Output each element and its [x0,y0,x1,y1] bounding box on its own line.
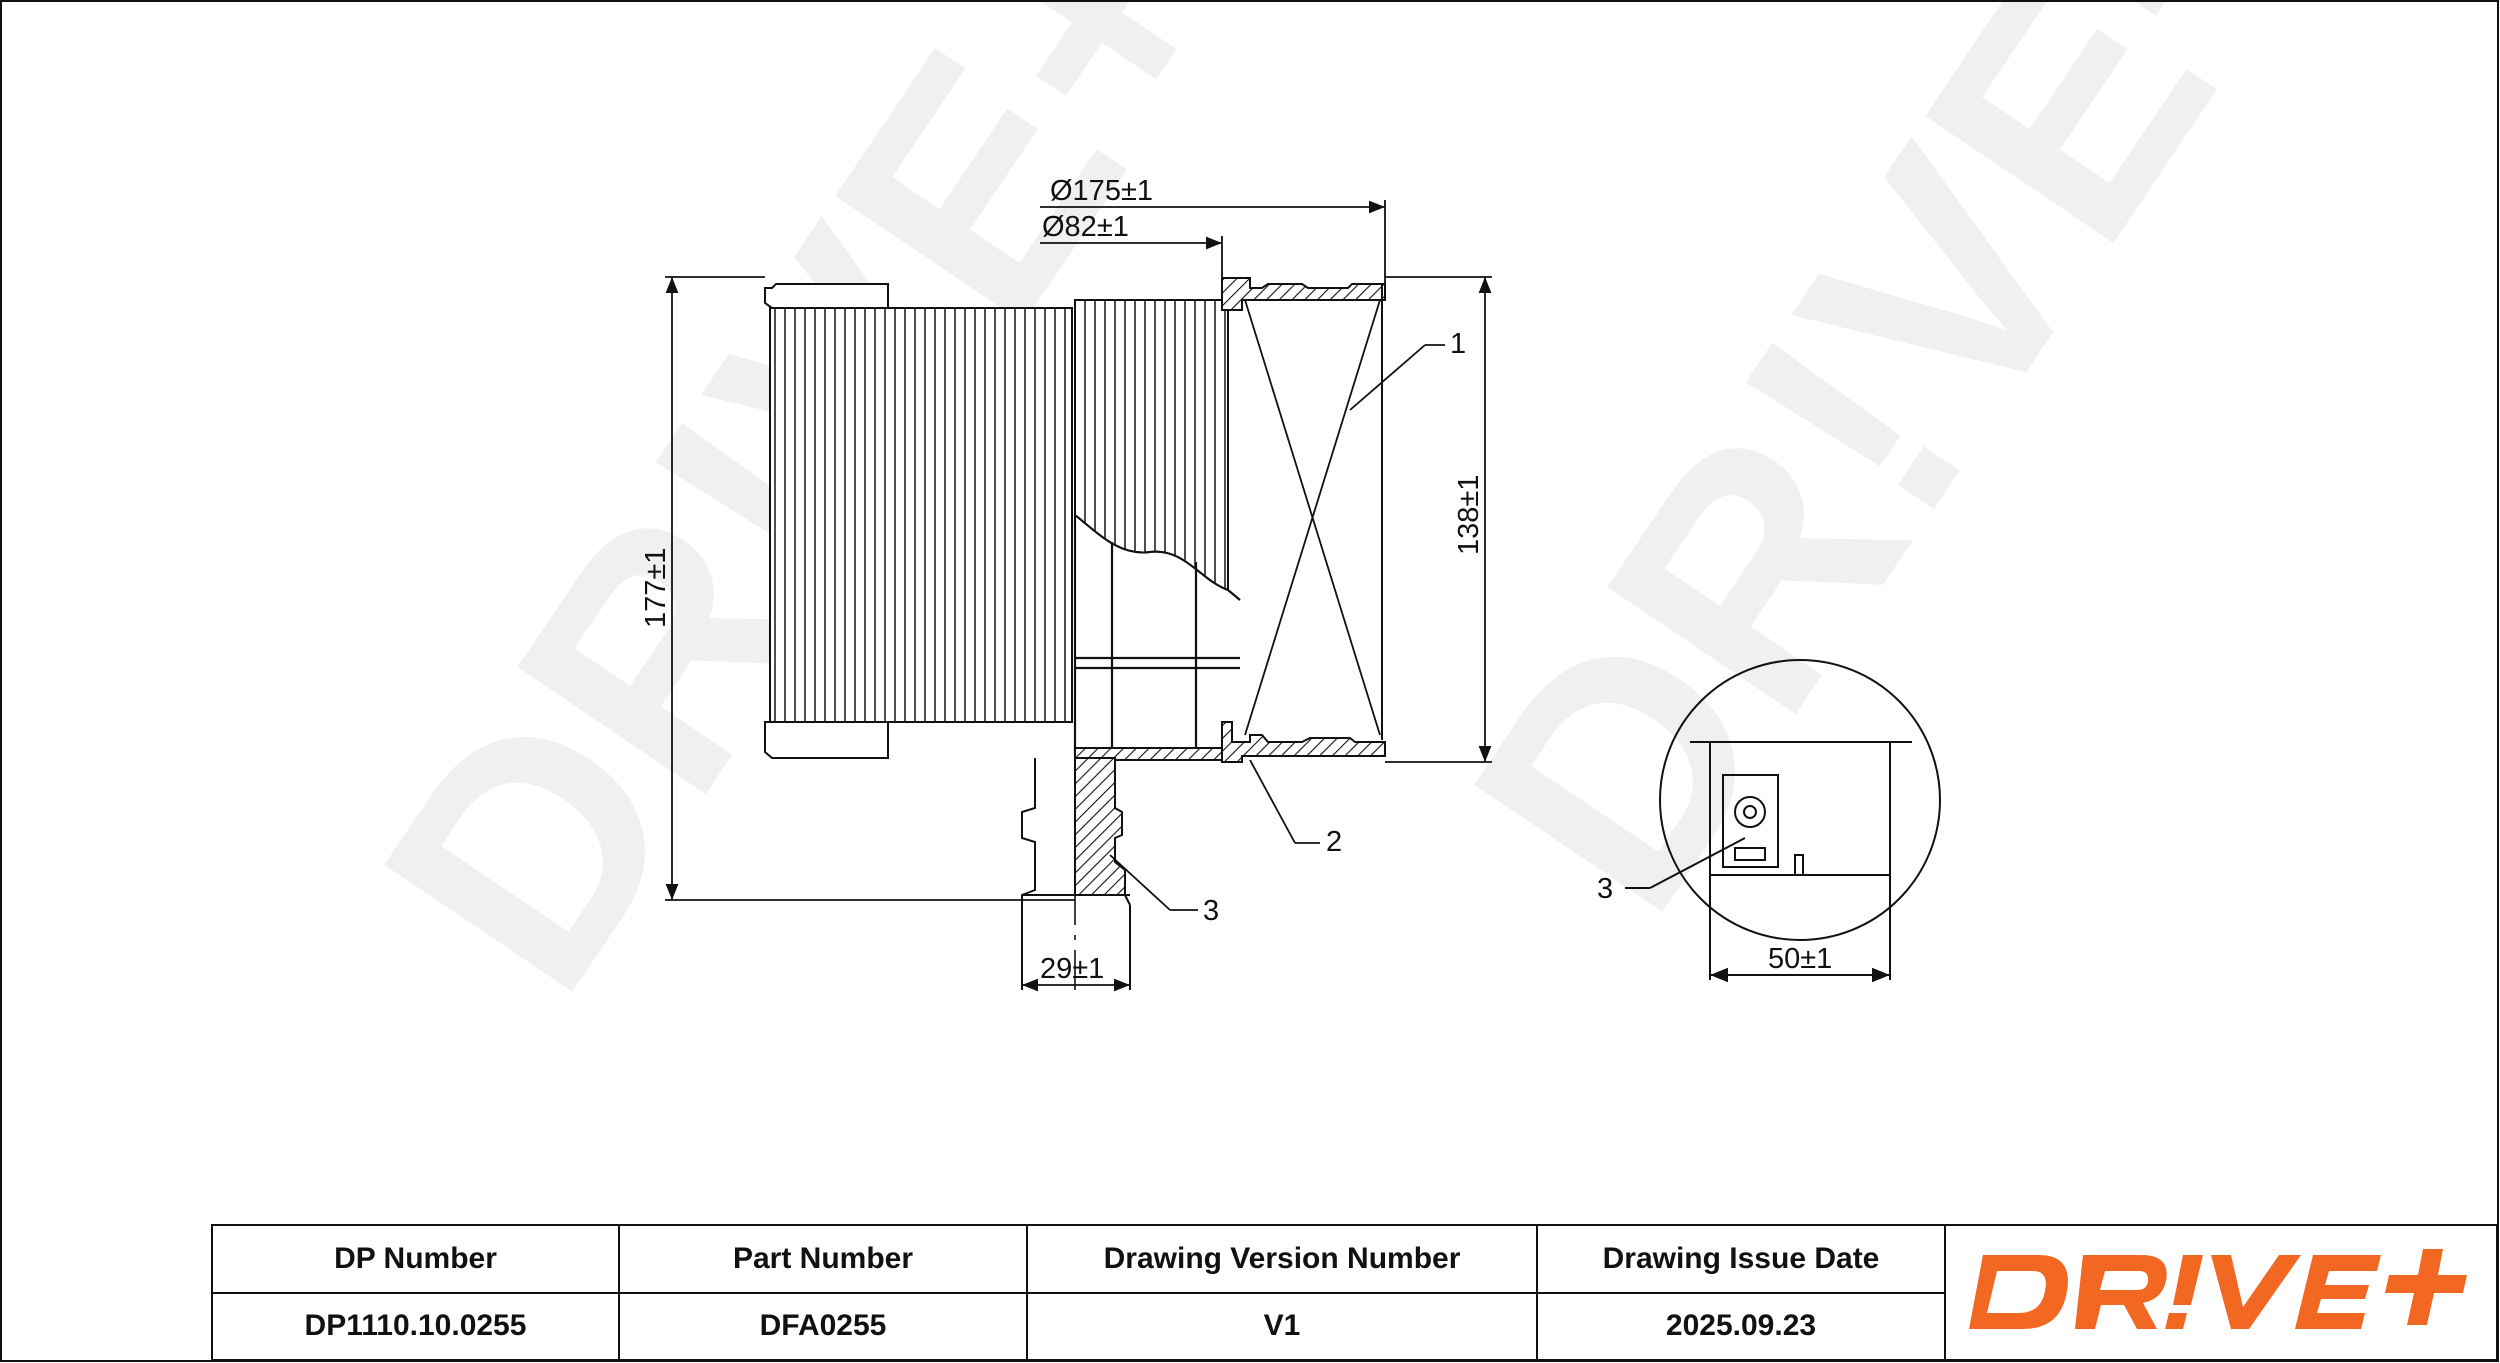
brand-logo [1946,1226,2496,1359]
detail-labels: 50±1 3 [1597,873,1832,975]
callout-3: 3 [1203,895,1219,927]
dim-inner-diameter: Ø82±1 [1042,211,1129,243]
dim-stem-width: 29±1 [1040,953,1104,985]
svg-text:DR!VE+: DR!VE+ [1402,0,2390,969]
dim-total-height: 177±1 [640,548,672,628]
value-drawing-version: V1 [1263,1309,1301,1343]
value-issue-date: 2025.09.23 [1665,1309,1817,1343]
detail-view [1625,659,1941,983]
callout-3-detail: 3 [1597,873,1613,905]
callout-2: 2 [1326,826,1342,858]
header-drawing-version: Drawing Version Number [1028,1226,1536,1294]
value-dp-number: DP1110.10.0255 [304,1309,527,1343]
dimension-lines [665,200,1492,992]
col-dp-number: DP Number DP1110.10.0255 [213,1226,620,1359]
col-drawing-version: Drawing Version Number V1 [1028,1226,1538,1359]
dimension-labels: Ø175±1 Ø82±1 177±1 138±1 29±1 1 2 3 [640,175,1485,985]
callout-1: 1 [1450,328,1466,360]
drive-logo [1969,1248,2467,1329]
header-issue-date: Drawing Issue Date [1538,1226,1944,1294]
header-dp-number: DP Number [213,1226,618,1294]
col-part-number: Part Number DFA0255 [620,1226,1028,1359]
dim-detail-width: 50±1 [1768,943,1832,975]
value-part-number: DFA0255 [759,1309,887,1343]
dim-outer-diameter: Ø175±1 [1050,175,1153,207]
filter-element-view [764,277,1386,990]
watermark: DR!VE+ DR!VE+ [312,0,2390,1049]
col-issue-date: Drawing Issue Date 2025.09.23 [1538,1226,1946,1359]
header-part-number: Part Number [620,1226,1026,1294]
title-block: DP Number DP1110.10.0255 Part Number DFA… [211,1224,2498,1361]
dim-body-height: 138±1 [1453,475,1485,555]
